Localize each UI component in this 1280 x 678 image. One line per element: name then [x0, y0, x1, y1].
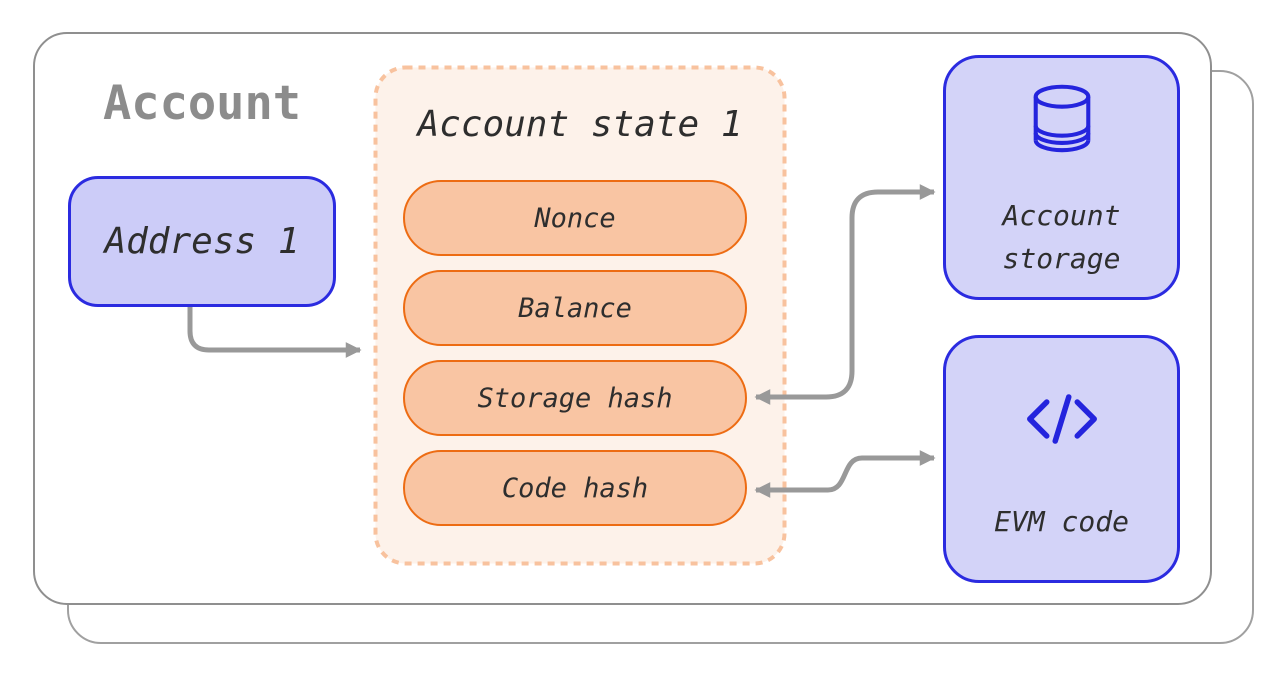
address-label: Address 1 [104, 221, 300, 262]
field-label: Storage hash [477, 382, 673, 414]
field-label: Nonce [534, 202, 616, 234]
account-storage-box: Account storage [943, 55, 1180, 300]
field-label: Code hash [501, 472, 649, 504]
code-icon [1026, 394, 1097, 444]
field-label: Balance [518, 292, 632, 324]
state-field-code-hash: Code hash [403, 450, 747, 526]
state-field-storage-hash: Storage hash [403, 360, 747, 436]
label-line: Account [1002, 199, 1121, 232]
label-line: storage [1002, 242, 1121, 275]
evm-code-box: EVM code [943, 335, 1180, 583]
account-state-title: Account state 1 [417, 104, 743, 145]
account-state-box: Account state 1 Nonce Balance Storage ha… [373, 65, 787, 566]
account-title: Account [103, 76, 302, 131]
account-storage-label: Account storage [946, 194, 1177, 280]
evm-code-label: EVM code [994, 505, 1129, 538]
state-field-balance: Balance [403, 270, 747, 346]
state-field-nonce: Nonce [403, 180, 747, 256]
database-icon [1033, 84, 1090, 153]
address-box: Address 1 [68, 176, 336, 307]
